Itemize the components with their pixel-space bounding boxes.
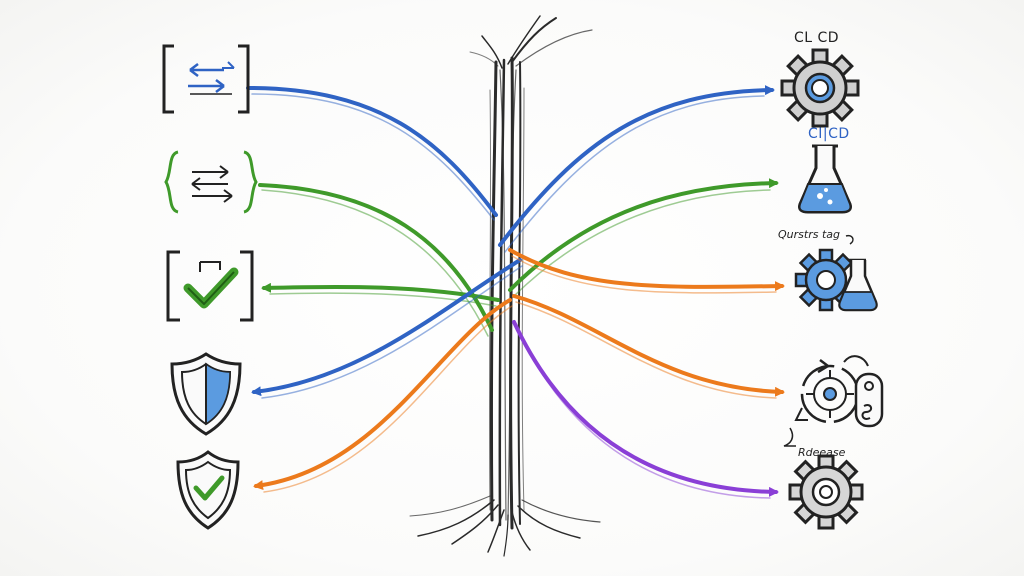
arrow-blue-3 — [251, 258, 522, 397]
code-swap-icon — [162, 44, 250, 114]
gear-icon — [788, 454, 864, 530]
label-cicd-top: CL CD — [794, 30, 839, 46]
arrow-orange-2 — [512, 294, 785, 397]
label-cicd-flask: CI|CD — [808, 126, 850, 142]
flask-icon — [798, 144, 852, 214]
shield-icon — [170, 352, 242, 436]
shield-check-icon — [176, 450, 240, 530]
arrow-green-1 — [258, 183, 494, 332]
arrow-orange-3 — [253, 298, 512, 491]
code-swap-icon — [164, 150, 258, 214]
arrow-blue-1 — [246, 86, 498, 217]
label-tag: Qurstrs tag — [778, 228, 840, 241]
arrow-purple-1 — [512, 320, 779, 497]
checklist-icon — [166, 250, 254, 322]
flow-arrows — [246, 85, 785, 499]
gear-icon — [780, 48, 860, 128]
trunk-icon — [409, 15, 601, 557]
arrow-orange-1 — [508, 248, 785, 292]
arrow-blue-2 — [498, 85, 775, 247]
cycle-icon — [794, 355, 884, 428]
gear-flask-icon — [794, 248, 878, 312]
arrow-green-2 — [508, 178, 779, 292]
